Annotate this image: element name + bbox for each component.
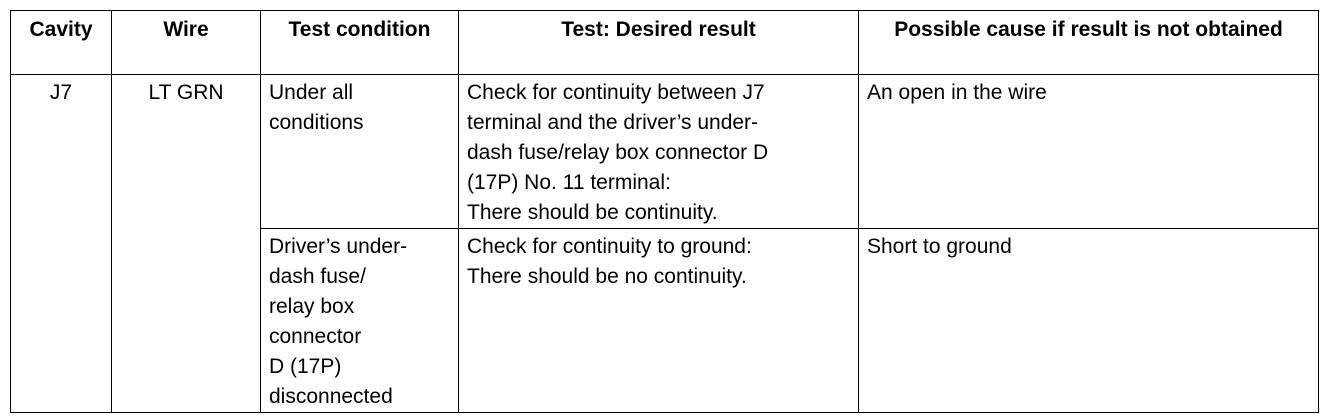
table-row: Driver’s under- dash fuse/ relay box con… (11, 228, 1319, 413)
text-line: dash fuse/relay box connector D (467, 141, 769, 164)
table-row: J7 LT GRN Under all conditions Check for… (10, 74, 1319, 413)
text-line: relay box (269, 295, 355, 318)
text-line: D (17P) (269, 355, 342, 378)
wire-test-table: Cavity Wire Test condition Test: Desired… (10, 10, 1319, 413)
text-line: Check for continuity to ground: (467, 235, 752, 258)
text-line: There should be no continuity. (467, 265, 747, 288)
header-test-condition: Test condition (260, 10, 459, 75)
cell-test-condition: Under all conditions (260, 74, 459, 229)
header-cavity: Cavity (10, 10, 112, 75)
cell-desired-result: Check for continuity between J7 terminal… (458, 74, 859, 229)
text-line: connector (269, 325, 362, 348)
text-line: Check for continuity between J7 (467, 81, 765, 104)
text-line: (17P) No. 11 terminal: (467, 171, 671, 194)
text-line: Driver’s under- (269, 235, 408, 258)
header-desired-result: Test: Desired result (458, 10, 859, 75)
cell-desired-result: Check for continuity to ground: There sh… (458, 228, 859, 413)
text-line: terminal and the driver’s under- (467, 111, 759, 134)
cell-possible-cause: An open in the wire (858, 74, 1319, 229)
header-row: Cavity Wire Test condition Test: Desired… (10, 10, 1319, 75)
text-line: disconnected (269, 385, 393, 408)
text-line: There should be continuity. (467, 201, 718, 224)
cell-cavity: J7 (10, 74, 112, 413)
cell-possible-cause: Short to ground (858, 228, 1319, 413)
cell-wire: LT GRN (111, 74, 261, 413)
text-line: dash fuse/ (269, 265, 366, 288)
header-possible-cause: Possible cause if result is not obtained (858, 10, 1319, 75)
cell-test-condition: Driver’s under- dash fuse/ relay box con… (260, 228, 459, 413)
header-wire: Wire (111, 10, 261, 75)
